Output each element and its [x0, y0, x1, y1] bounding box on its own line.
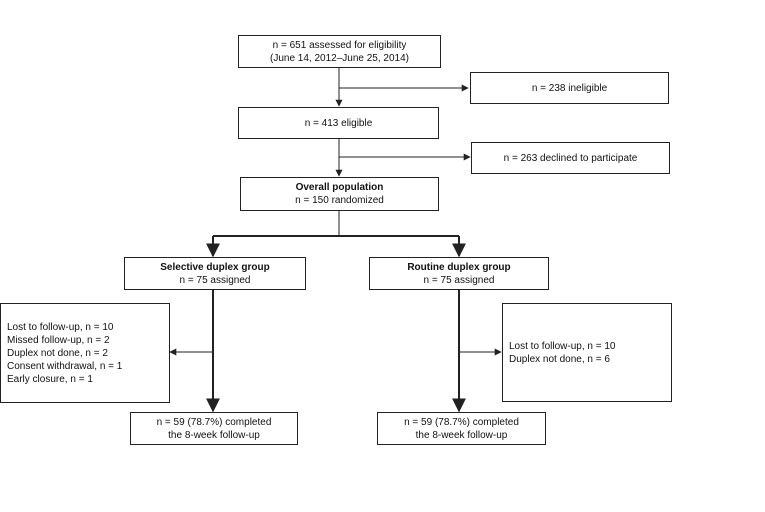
- eligible-box: n = 413 eligible: [238, 107, 439, 139]
- declined-box: n = 263 declined to participate: [471, 142, 670, 174]
- ineligible-box: n = 238 ineligible: [470, 72, 669, 104]
- selective-loss-item: Early closure, n = 1: [7, 373, 93, 385]
- overall-box: Overall population n = 150 randomized: [240, 177, 439, 211]
- routine-loss-item: Duplex not done, n = 6: [509, 353, 610, 365]
- routine-completed-line1: n = 59 (78.7%) completed: [404, 416, 519, 428]
- ineligible-line1: n = 238 ineligible: [531, 82, 608, 94]
- declined-line1: n = 263 declined to participate: [503, 152, 638, 164]
- routine-line1: n = 75 assigned: [423, 274, 495, 286]
- routine-title: Routine duplex group: [407, 261, 511, 273]
- selective-loss-box: Lost to follow-up, n = 10 Missed follow-…: [0, 303, 170, 403]
- selective-title: Selective duplex group: [160, 261, 270, 273]
- selective-loss-item: Consent withdrawal, n = 1: [7, 360, 123, 372]
- routine-completed-box: n = 59 (78.7%) completed the 8-week foll…: [377, 412, 546, 445]
- routine-completed-line2: the 8-week follow-up: [415, 429, 508, 441]
- selective-loss-item: Lost to follow-up, n = 10: [7, 321, 114, 333]
- assessed-line2: (June 14, 2012–June 25, 2014): [270, 52, 409, 64]
- routine-loss-box: Lost to follow-up, n = 10 Duplex not don…: [502, 303, 672, 402]
- selective-line1: n = 75 assigned: [179, 274, 251, 286]
- selective-completed-line2: the 8-week follow-up: [168, 429, 260, 441]
- overall-title: Overall population: [295, 182, 384, 193]
- overall-line1: n = 150 randomized: [295, 195, 384, 206]
- assessed-box: n = 651 assessed for eligibility (June 1…: [238, 35, 441, 68]
- assessed-line1: n = 651 assessed for eligibility: [272, 39, 407, 51]
- selective-loss-item: Missed follow-up, n = 2: [7, 334, 110, 346]
- selective-completed-line1: n = 59 (78.7%) completed: [156, 416, 272, 428]
- routine-loss-item: Lost to follow-up, n = 10: [509, 340, 616, 352]
- selective-box: Selective duplex group n = 75 assigned: [124, 257, 306, 290]
- routine-box: Routine duplex group n = 75 assigned: [369, 257, 549, 290]
- selective-loss-item: Duplex not done, n = 2: [7, 347, 108, 359]
- selective-completed-box: n = 59 (78.7%) completed the 8-week foll…: [130, 412, 298, 445]
- eligible-line1: n = 413 eligible: [304, 117, 373, 129]
